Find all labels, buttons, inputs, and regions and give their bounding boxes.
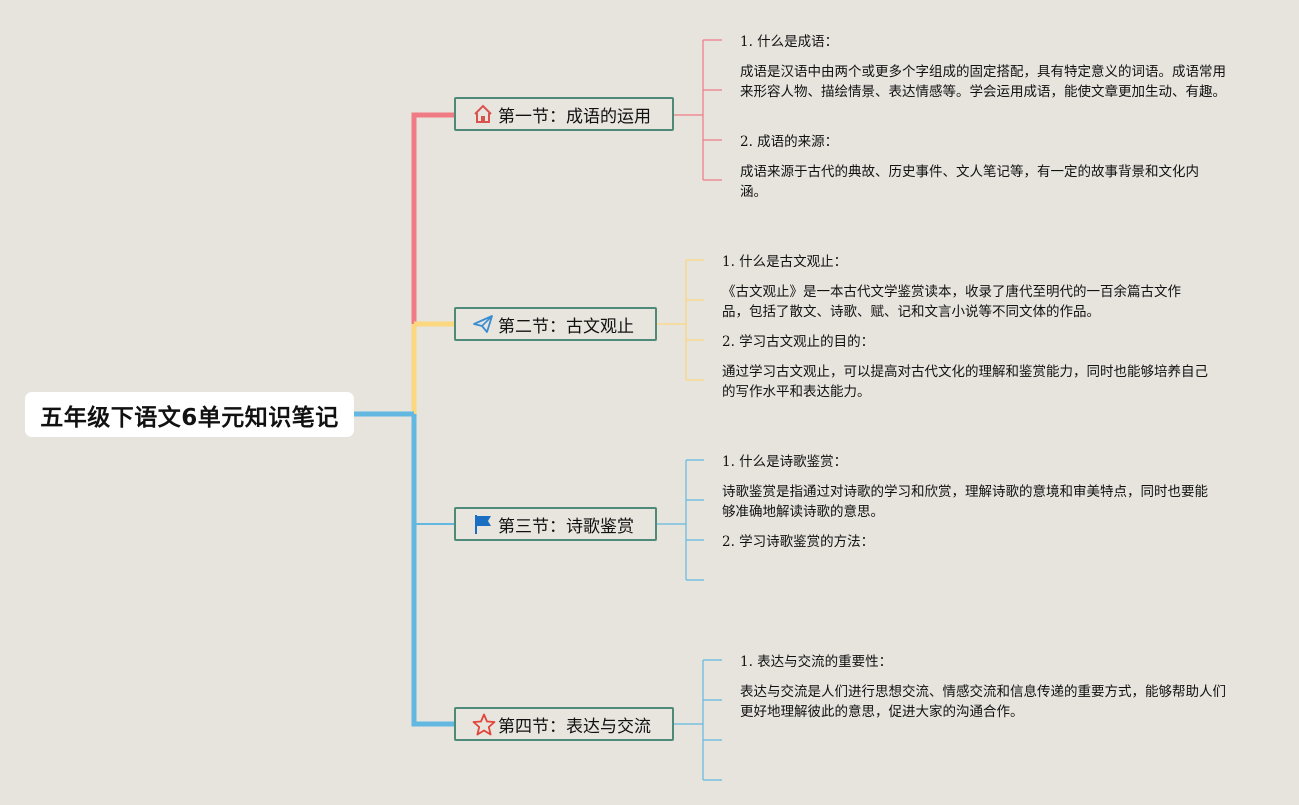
home-icon <box>472 103 494 125</box>
leaf-lines-branch2 <box>656 259 704 381</box>
branch-topic-3[interactable]: 第三节：诗歌鉴赏 <box>454 507 657 541</box>
leaf-2-3[interactable]: 2. 学习古文观止的目的： <box>722 334 875 350</box>
branch-label-3: 第三节：诗歌鉴赏 <box>498 516 634 537</box>
leaf-4-1[interactable]: 1. 表达与交流的重要性： <box>740 654 893 670</box>
leaf-1-2[interactable]: 成语是汉语中由两个或更多个字组成的固定搭配，具有特定意义的词语。成语常用来形容人… <box>740 64 1226 100</box>
leaf-1-1[interactable]: 1. 什么是成语： <box>740 34 839 50</box>
branch-topic-2[interactable]: 第二节：古文观止 <box>454 307 657 341</box>
trunk-branch3 <box>354 413 455 525</box>
root-topic[interactable]: 五年级下语文6单元知识笔记 <box>25 392 354 437</box>
leaf-1-3[interactable]: 2. 成语的来源： <box>740 134 839 150</box>
flag-icon <box>472 513 494 535</box>
leaf-lines-branch1 <box>674 39 722 181</box>
branch-label-4: 第四节：表达与交流 <box>498 716 651 737</box>
branch-label-1: 第一节：成语的运用 <box>498 106 651 127</box>
branch-label-2: 第二节：古文观止 <box>498 316 634 337</box>
leaf-2-4[interactable]: 通过学习古文观止，可以提高对古代文化的理解和鉴赏能力，同时也能够培养自己的写作水… <box>722 364 1208 400</box>
leaf-3-3[interactable]: 2. 学习诗歌鉴赏的方法： <box>722 534 875 550</box>
leaf-4-2[interactable]: 表达与交流是人们进行思想交流、情感交流和信息传递的重要方式，能够帮助人们更好地理… <box>740 684 1226 720</box>
trunk-branch1 <box>354 112 455 417</box>
leaf-lines-branch3 <box>656 459 704 581</box>
leaf-lines-branch4 <box>674 659 722 781</box>
leaf-3-2[interactable]: 诗歌鉴赏是指通过对诗歌的学习和欣赏，理解诗歌的意境和审美特点，同时也要能够准确地… <box>722 484 1208 520</box>
leaf-1-4[interactable]: 成语来源于古代的典故、历史事件、文人笔记等，有一定的故事背景和文化内涵。 <box>740 164 1199 200</box>
branch-topic-1[interactable]: 第一节：成语的运用 <box>454 97 674 131</box>
leaf-3-1[interactable]: 1. 什么是诗歌鉴赏： <box>722 454 848 470</box>
leaf-2-2[interactable]: 《古文观止》是一本古代文学鉴赏读本，收录了唐代至明代的一百余篇古文作品，包括了散… <box>722 284 1181 320</box>
leaf-2-1[interactable]: 1. 什么是古文观止： <box>722 254 848 270</box>
root-title: 五年级下语文6单元知识笔记 <box>40 404 339 431</box>
branch-topic-4[interactable]: 第四节：表达与交流 <box>454 707 674 741</box>
paper-plane-icon <box>472 313 494 335</box>
star-icon <box>472 713 496 736</box>
trunk-branch4 <box>354 411 455 727</box>
